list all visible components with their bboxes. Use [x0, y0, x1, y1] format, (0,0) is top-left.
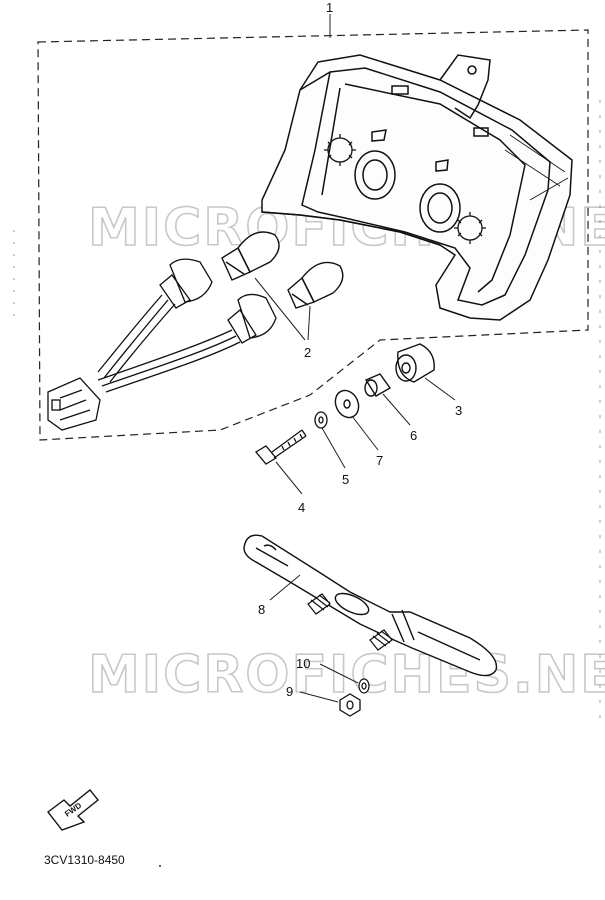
watermark-bottom: MICROFICHES.NET — [88, 645, 605, 705]
bolt-part-4 — [255, 429, 307, 465]
tail-light-housing — [261, 54, 573, 321]
callout-4: 4 — [298, 500, 305, 515]
wiring-harness — [47, 258, 277, 431]
bracket-stud-left — [307, 593, 331, 615]
bulb-lower — [287, 261, 344, 309]
leader-2b — [307, 305, 311, 341]
leader-10 — [319, 663, 359, 684]
leader-7 — [351, 415, 379, 451]
callout-2: 2 — [304, 345, 311, 360]
callout-5: 5 — [342, 472, 349, 487]
collar-part-6 — [364, 373, 392, 397]
leader-5 — [321, 427, 346, 469]
leader-4 — [275, 461, 303, 495]
callout-8: 8 — [258, 602, 265, 617]
washer-part-10 — [358, 678, 370, 694]
leader-9 — [299, 691, 339, 703]
forward-arrow-icon: FWD — [47, 789, 99, 831]
callout-6: 6 — [410, 428, 417, 443]
bulb-upper — [221, 231, 280, 281]
callout-7: 7 — [376, 453, 383, 468]
code-dot — [159, 865, 161, 867]
callout-1: 1 — [326, 0, 333, 15]
callout-10: 10 — [296, 656, 310, 671]
washer-part-5 — [314, 411, 328, 429]
leader-8 — [269, 574, 301, 601]
leader-2a — [254, 277, 306, 341]
bracket-part-8 — [243, 534, 498, 677]
leader-3 — [424, 377, 456, 401]
grommet-part-3 — [395, 343, 435, 383]
washer-part-7 — [334, 389, 360, 419]
bracket-stud-right — [369, 629, 393, 651]
leader-6 — [382, 393, 411, 426]
socket-flange-left — [324, 134, 356, 166]
callout-9: 9 — [286, 684, 293, 699]
assembly-boundary — [37, 29, 589, 441]
callout-3: 3 — [455, 403, 462, 418]
nut-part-9 — [339, 693, 361, 717]
socket-flange-right — [454, 212, 486, 244]
part-code: 3CV1310-8450 — [44, 853, 125, 867]
